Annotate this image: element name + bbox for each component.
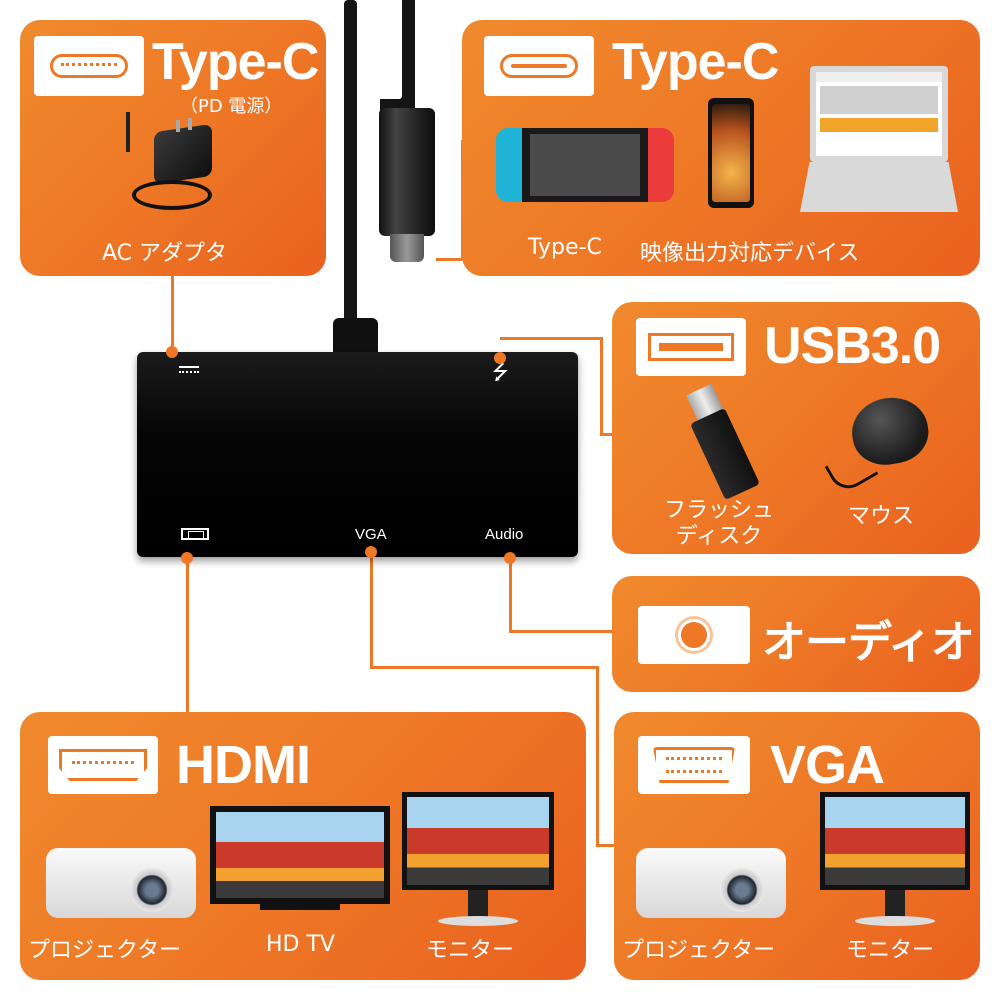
cable-top-left xyxy=(344,0,357,330)
vga-port-icon xyxy=(653,747,735,783)
dot-usb xyxy=(494,352,506,364)
panel-title: VGA xyxy=(770,735,885,795)
wire-vga-v2 xyxy=(596,666,599,846)
panel-title: HDMI xyxy=(176,735,311,795)
monitor-image xyxy=(402,792,554,936)
hdmi-port-icon xyxy=(181,528,209,540)
dot-hdmi xyxy=(181,552,193,564)
usbc-port-icon-box xyxy=(484,36,594,96)
hd-tv-label: HD TV xyxy=(266,932,335,957)
vga-port-icon-box xyxy=(638,736,750,794)
wire-vga-v1 xyxy=(370,550,373,668)
dot-vga xyxy=(365,546,377,558)
wire-hdmi-v xyxy=(186,560,189,715)
projector-image xyxy=(636,822,790,934)
dot-audio xyxy=(504,552,516,564)
usb-a-port-icon xyxy=(648,333,734,361)
audio-jack-icon xyxy=(681,622,707,648)
audio-port-icon-box xyxy=(638,606,750,664)
hdmi-port-icon xyxy=(59,749,147,781)
wire-audio-h xyxy=(509,630,613,633)
usbc-port-icon-box xyxy=(34,36,144,96)
usb-a-port-icon-box xyxy=(636,318,746,376)
ac-adapter-image xyxy=(120,110,240,230)
typec-plug-body xyxy=(379,108,435,236)
panel-title: USB3.0 xyxy=(764,317,941,375)
audio-port-label: Audio xyxy=(485,526,524,543)
caption-devices: 映像出力対応デバイス xyxy=(640,241,860,266)
panel-title: オーディオ xyxy=(762,617,975,668)
panel-title: Type-C xyxy=(152,33,319,91)
projector-label: プロジェクター xyxy=(28,938,182,963)
dot-pd xyxy=(166,346,178,358)
pd-port-icon xyxy=(179,366,199,374)
caption-typec: Type-C xyxy=(528,235,602,260)
panel-typec-pd: Type-C （PD 電源） AC アダプタ xyxy=(20,20,326,276)
panel-hdmi: HDMI プロジェクター HD TV モニター xyxy=(20,712,586,980)
game-console-image xyxy=(496,128,674,202)
usbc-port-icon xyxy=(500,54,578,78)
projector-image xyxy=(46,822,200,934)
laptop-image xyxy=(800,66,958,214)
panel-typec-video: Type-C Type-C 映像出力対応デバイス xyxy=(462,20,980,276)
panel-vga: VGA プロジェクター モニター xyxy=(614,712,980,980)
monitor-label: モニター xyxy=(426,938,515,963)
usbc-port-icon xyxy=(50,54,128,78)
panel-audio: オーディオ xyxy=(612,576,980,692)
usb-c-hub: ⭍ VGA Audio xyxy=(137,352,578,557)
panel-subtitle: （PD 電源） xyxy=(180,96,283,117)
flash-disk-image xyxy=(684,383,760,501)
mouse-label: マウス xyxy=(848,504,915,529)
wire-pd xyxy=(171,270,174,354)
ac-adapter-label: AC アダプタ xyxy=(102,241,228,266)
wire-audio-v xyxy=(509,560,512,632)
wire-usb-h2 xyxy=(600,433,614,436)
mouse-image xyxy=(824,391,940,496)
monitor-label: モニター xyxy=(846,938,935,963)
smartphone-image xyxy=(708,98,754,208)
wire-usb-v xyxy=(600,337,603,435)
usb-port-icon: ⭍ xyxy=(492,360,509,384)
hdmi-port-icon-box xyxy=(48,736,158,794)
wire-vga-h2 xyxy=(596,844,616,847)
vga-port-label: VGA xyxy=(355,526,387,543)
projector-label: プロジェクター xyxy=(622,938,776,963)
typec-plug-tip xyxy=(390,234,424,262)
cable-top-right xyxy=(402,0,415,110)
hd-tv-image xyxy=(210,806,390,918)
wire-usb-h1 xyxy=(500,337,602,340)
wire-vga-h xyxy=(370,666,598,669)
wire-video-h xyxy=(436,258,462,261)
monitor-image xyxy=(820,792,970,936)
panel-title: Type-C xyxy=(612,33,779,91)
flash-disk-label: フラッシュ ディスク xyxy=(664,498,775,549)
panel-usb: USB3.0 フラッシュ ディスク マウス xyxy=(612,302,980,554)
